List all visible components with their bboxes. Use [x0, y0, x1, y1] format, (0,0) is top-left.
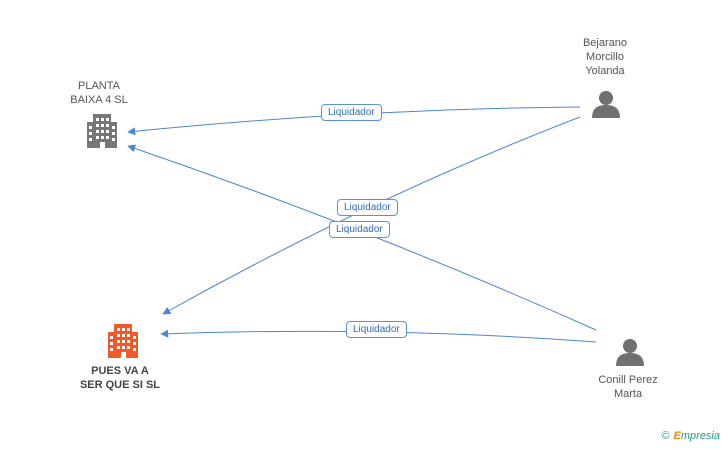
edge-label-liquidador: Liquidador: [329, 221, 390, 238]
person-icon[interactable]: [592, 91, 620, 118]
person-icon[interactable]: [616, 339, 644, 366]
edge-label-liquidador: Liquidador: [337, 199, 398, 216]
edge-conill-planta[interactable]: [127, 144, 597, 331]
node-label-planta-baixa[interactable]: PLANTA BAIXA 4 SL: [70, 80, 128, 106]
node-label-bejarano[interactable]: Bejarano Morcillo Yolanda: [582, 37, 628, 77]
empresia-brand[interactable]: ©Empresia: [661, 430, 720, 442]
node-label-pues-va-a-ser[interactable]: PUES VA A SER QUE SI SL: [79, 365, 161, 391]
edge-label-liquidador: Liquidador: [346, 321, 407, 338]
brand-logo-text: mpresia: [680, 430, 720, 442]
building-icon[interactable]: [87, 114, 117, 148]
building-icon[interactable]: [108, 324, 138, 358]
copyright-icon: ©: [661, 430, 670, 442]
edge-label-liquidador: Liquidador: [321, 104, 382, 121]
brand-logo-letter: E: [673, 430, 681, 442]
node-label-conill[interactable]: Conill Perez Marta: [598, 374, 658, 400]
